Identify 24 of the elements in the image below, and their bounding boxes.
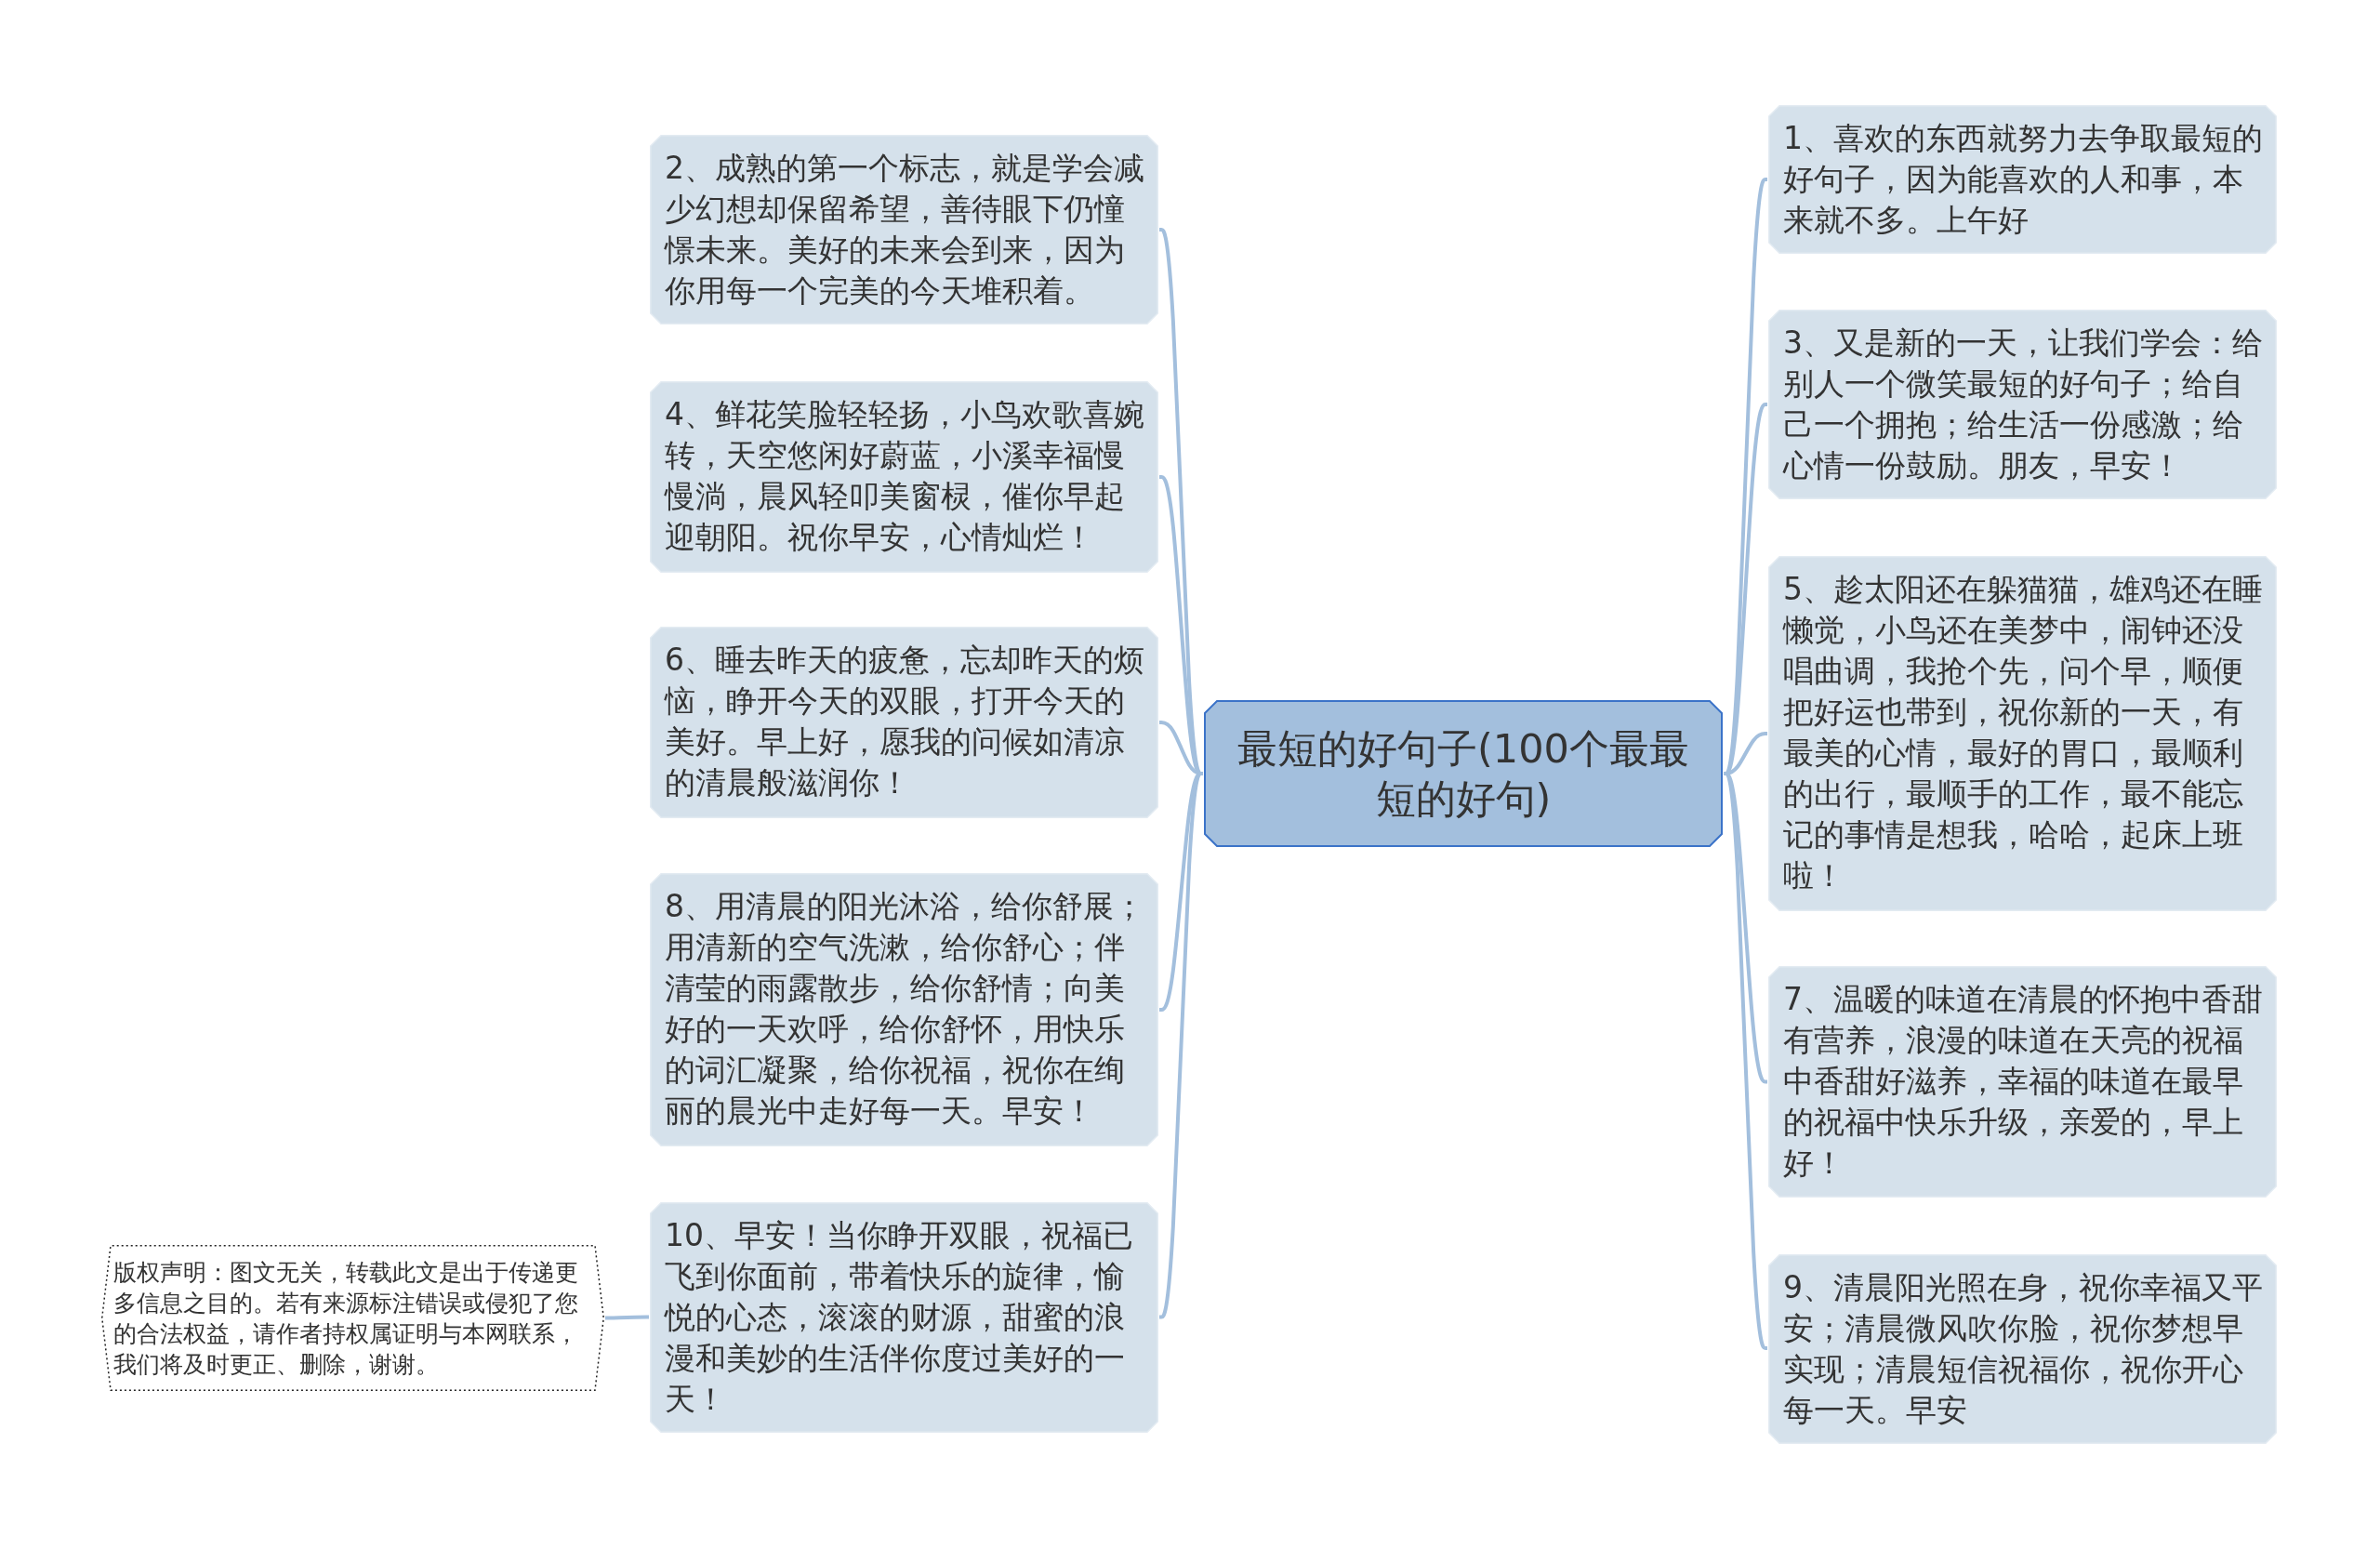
topic-box (1768, 105, 2277, 254)
sentence-text: 4、鲜花笑脸轻轻扬，小鸟欢歌喜婉转，天空悠闲好蔚蓝，小溪幸福慢慢淌，晨风轻叩美窗棂，催你早起迎朝阳。祝你早安，心情灿烂！ (665, 395, 1145, 557)
sentence-text: 1、喜欢的东西就努力去争取最短的好句子，因为能喜欢的人和事，本来就不多。上午好 (1783, 119, 2264, 240)
note-box (101, 1245, 604, 1391)
topic-box (650, 135, 1158, 324)
central-topic-text: 最短的好句子(100个最最短的好句) (1236, 724, 1690, 824)
sentence-text: 5、趁太阳还在躲猫猫，雄鸡还在睡懒觉，小鸟还在美梦中，闹钟还没唱曲调，我抢个先，问个早，顺便把好运也带到，祝你新的一天，有最美的心情，最好的胃口，最顺利的出行，最顺手的工作，最不能忘记的事情是想我，哈哈，起床上班啦！ (1783, 570, 2264, 895)
topic-box (650, 627, 1158, 818)
topic-box (1768, 1254, 2277, 1444)
topic-box (1768, 310, 2277, 499)
topic-box (650, 1202, 1158, 1433)
sentence-text: 6、睡去昨天的疲惫，忘却昨天的烦恼，睁开今天的双眼，打开今天的美好。早上好，愿我的问候如清凉的清晨般滋润你！ (665, 641, 1145, 802)
sentence-text: 9、清晨阳光照在身，祝你幸福又平安；清晨微风吹你脸，祝你梦想早实现；清晨短信祝福你，祝你开心每一天。早安 (1783, 1268, 2264, 1430)
sentence-text: 2、成熟的第一个标志，就是学会减少幻想却保留希望，善待眼下仍憧憬未来。美好的未来会到来，因为你用每一个完美的今天堆积着。 (665, 149, 1145, 311)
disclaimer-text: 版权声明：图文无关，转载此文是出于传递更多信息之目的。若有来源标注错误或侵犯了您的合法权益，请作者持权属证明与本网联系，我们将及时更正、删除，谢谢。 (113, 1257, 579, 1380)
topic-box (650, 381, 1158, 573)
central-topic-box (1204, 700, 1723, 847)
sentence-text: 3、又是新的一天，让我们学会：给别人一个微笑最短的好句子；给自己一个拥抱；给生活一份感激；给心情一份鼓励。朋友，早安！ (1783, 324, 2264, 485)
sentence-text: 10、早安！当你睁开双眼，祝福已飞到你面前，带着快乐的旋律，愉悦的心态，滚滚的财源，甜蜜的浪漫和美妙的生活伴你度过美好的一天！ (665, 1216, 1134, 1419)
sentence-text: 7、温暖的味道在清晨的怀抱中香甜有营养，浪漫的味道在天亮的祝福中香甜好滋养，幸福的味道在最早的祝福中快乐升级，亲爱的，早上好！ (1783, 980, 2264, 1183)
sentence-text: 8、用清晨的阳光沐浴，给你舒展；用清新的空气洗漱，给你舒心；伴清莹的雨露散步，给你舒情；向美好的一天欢呼，给你舒怀，用快乐的词汇凝聚，给你祝福，祝你在绚丽的晨光中走好每一天。早安！ (665, 887, 1145, 1131)
connector-line (605, 1315, 649, 1320)
topic-box (650, 873, 1158, 1146)
topic-box (1768, 966, 2277, 1198)
